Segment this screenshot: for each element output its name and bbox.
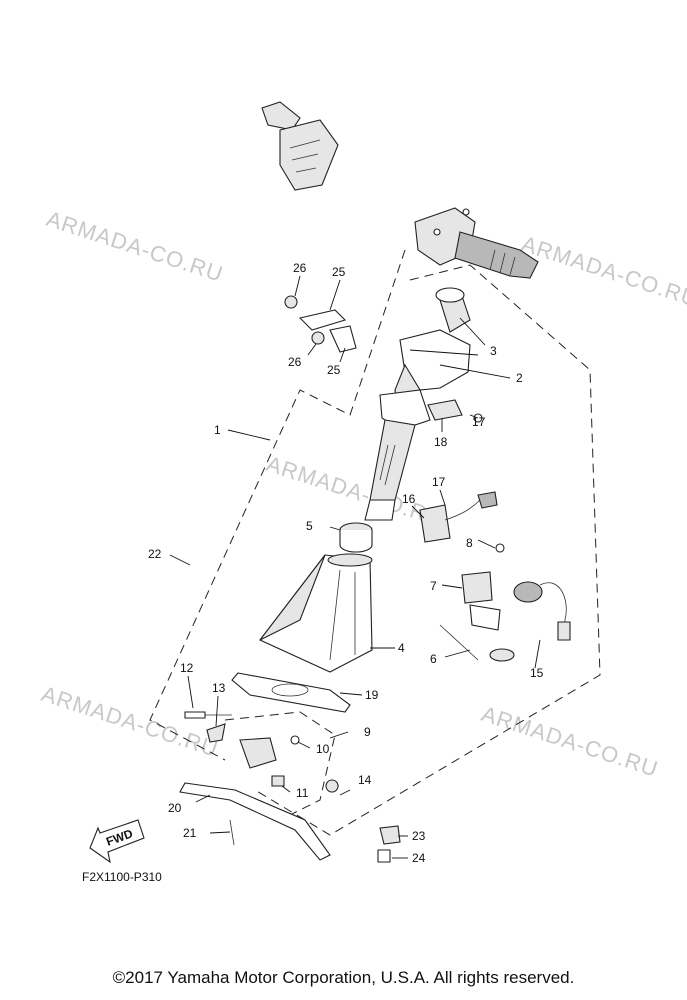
callout-22: 22 [148,547,162,561]
callouts: 1 2 3 4 5 6 7 8 9 10 11 12 13 14 15 16 1… [148,261,544,865]
callout-4: 4 [398,641,405,655]
watermark-3: ARMADA-CO.RU [263,451,446,532]
assembly-1-outline [149,249,406,761]
callout-6: 6 [430,652,437,666]
fwd-arrow: FWD [89,819,145,864]
callout-26-bottom: 26 [288,355,302,369]
callout-13: 13 [212,681,226,695]
callout-17-right: 17 [472,415,486,429]
bearing [339,522,373,553]
assembly-9-outline [219,711,336,821]
callout-9: 9 [364,725,371,739]
callout-26-top: 26 [293,261,307,275]
watermark-4: ARMADA-CO.RU [38,681,221,762]
handlebar [261,101,539,279]
assembly-outlines [149,249,601,836]
callout-3: 3 [490,344,497,358]
callout-20: 20 [168,801,182,815]
callout-19: 19 [365,688,379,702]
callout-8: 8 [466,536,473,550]
copyright-notice: ©2017 Yamaha Motor Corporation, U.S.A. A… [112,968,575,987]
callout-23: 23 [412,829,426,843]
steering-column [364,287,471,521]
callout-12: 12 [180,661,194,675]
callout-7: 7 [430,579,437,593]
callout-16: 16 [402,492,416,506]
housing [259,553,373,673]
lower-parts [179,711,401,863]
callout-21: 21 [183,826,197,840]
bracket-parts [284,295,357,353]
callout-25-bottom: 25 [327,363,341,377]
callout-18: 18 [434,435,448,449]
watermarks: ARMADA-CO.RU ARMADA-CO.RU ARMADA-CO.RU A… [38,206,687,782]
callout-14: 14 [358,773,372,787]
callout-25-top: 25 [332,265,346,279]
diagram-code: F2X1100-P310 [82,870,162,884]
clip-parts [419,399,498,543]
assembly-2-outline [254,264,601,836]
callout-11: 11 [296,786,309,800]
sensor-parts [439,543,571,662]
callout-10: 10 [316,742,330,756]
callout-15: 15 [530,666,544,680]
watermark-2: ARMADA-CO.RU [518,231,687,312]
callout-17-top: 17 [432,475,446,489]
callout-1: 1 [214,423,221,437]
watermark-1: ARMADA-CO.RU [43,206,226,287]
callout-5: 5 [306,519,313,533]
callout-24: 24 [412,851,426,865]
watermark-5: ARMADA-CO.RU [478,701,661,782]
callout-2: 2 [516,371,523,385]
leader-lines [169,275,541,859]
gasket [231,672,351,713]
